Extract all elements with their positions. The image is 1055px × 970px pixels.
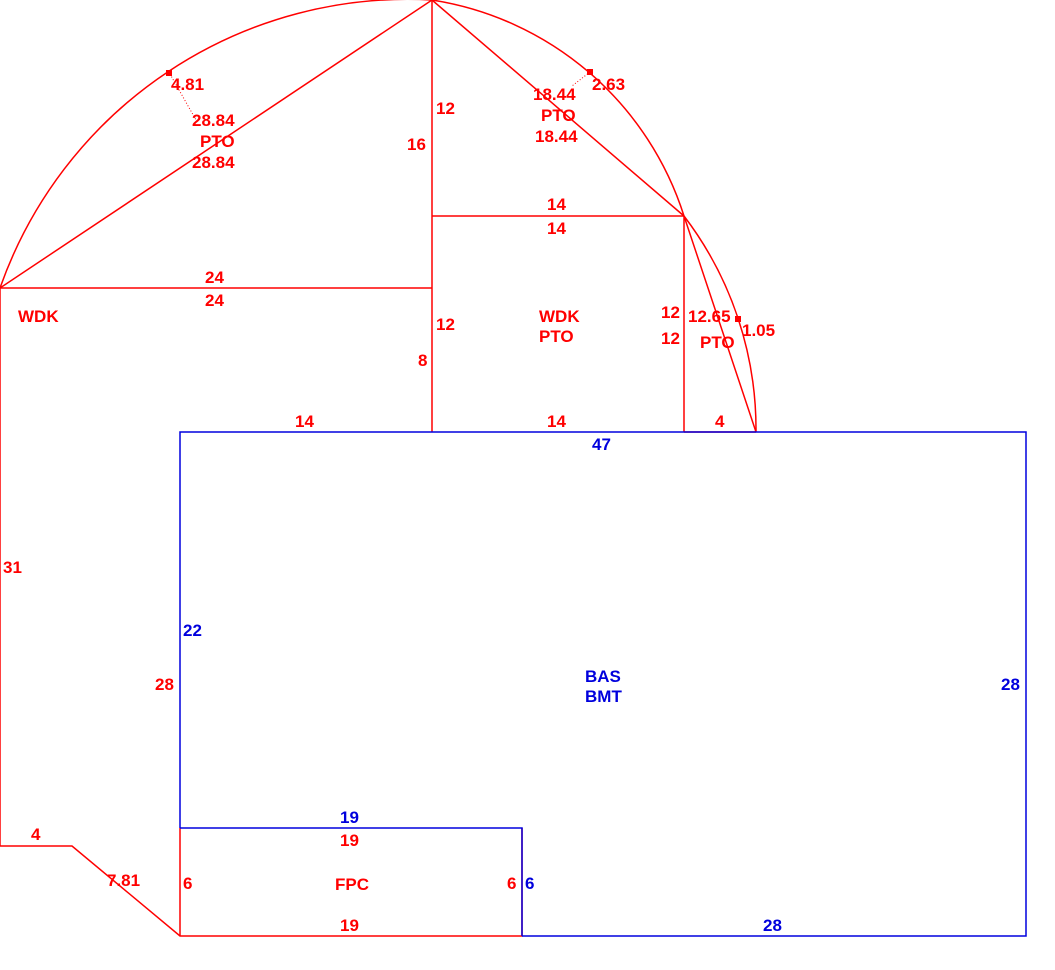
addition-outlines	[0, 0, 757, 937]
area-label-bas: BAS	[585, 667, 621, 686]
blue-dimensions: 47 22 28 19 6 28	[183, 435, 1020, 935]
area-label-bmt: BMT	[585, 687, 622, 706]
dim-label: 14	[547, 195, 566, 214]
bas-outline	[179, 431, 1027, 937]
dim-label: 12	[661, 303, 680, 322]
dim-label: 19	[340, 916, 359, 935]
area-label-pto-right-top: PTO	[541, 106, 576, 125]
main-outlines	[179, 431, 1027, 937]
dim-label: 28	[1001, 675, 1020, 694]
red-dimensions: 4.81 28.84 28.84 2.63 18.44 18.44 12 16 …	[3, 75, 775, 935]
dim-label: 6	[507, 874, 516, 893]
sag-marker-right	[587, 69, 593, 75]
dim-label: 7.81	[107, 871, 140, 890]
dim-label: 12	[436, 315, 455, 334]
dim-label: 1.05	[742, 321, 775, 340]
fpc-outline	[180, 827, 523, 936]
dim-label: 18.44	[533, 85, 576, 104]
chord-small	[683, 215, 757, 433]
dim-label: 8	[418, 351, 427, 370]
dim-label: 18.44	[535, 127, 578, 146]
dim-label: 4.81	[171, 75, 204, 94]
dim-label: 14	[547, 219, 566, 238]
dim-label: 12.65	[688, 307, 731, 326]
dim-label: 2.63	[592, 75, 625, 94]
dim-label: 31	[3, 558, 22, 577]
dim-label: 14	[547, 412, 566, 431]
dim-label: 16	[407, 135, 426, 154]
dim-label: 47	[592, 435, 611, 454]
chord-left	[0, 0, 433, 289]
dim-label: 12	[436, 99, 455, 118]
chord-right	[431, 0, 685, 217]
dim-label: 12	[661, 329, 680, 348]
dim-label: 22	[183, 621, 202, 640]
dim-label: 28.84	[192, 111, 235, 130]
dim-label: 4	[31, 825, 41, 844]
sag-marker-left	[166, 70, 172, 76]
dim-label: 28	[763, 916, 782, 935]
area-label-pto-right: PTO	[700, 333, 735, 352]
dim-label: 24	[205, 268, 224, 287]
dim-label: 6	[525, 874, 534, 893]
wdk-outline	[0, 288, 523, 937]
area-label-wdk-center: WDK	[539, 307, 580, 326]
dim-label: 14	[295, 412, 314, 431]
sag-marker-small	[735, 316, 741, 322]
dim-label: 28	[155, 675, 174, 694]
area-label-pto-left: PTO	[200, 132, 235, 151]
dim-label: 4	[715, 412, 725, 431]
area-label-wdk: WDK	[18, 307, 59, 326]
dim-label: 28.84	[192, 153, 235, 172]
area-label-fpc: FPC	[335, 875, 369, 894]
dim-label: 24	[205, 291, 224, 310]
area-label-pto-center: PTO	[539, 327, 574, 346]
dim-label: 6	[183, 874, 192, 893]
dim-label: 19	[340, 831, 359, 850]
dim-label: 19	[340, 808, 359, 827]
